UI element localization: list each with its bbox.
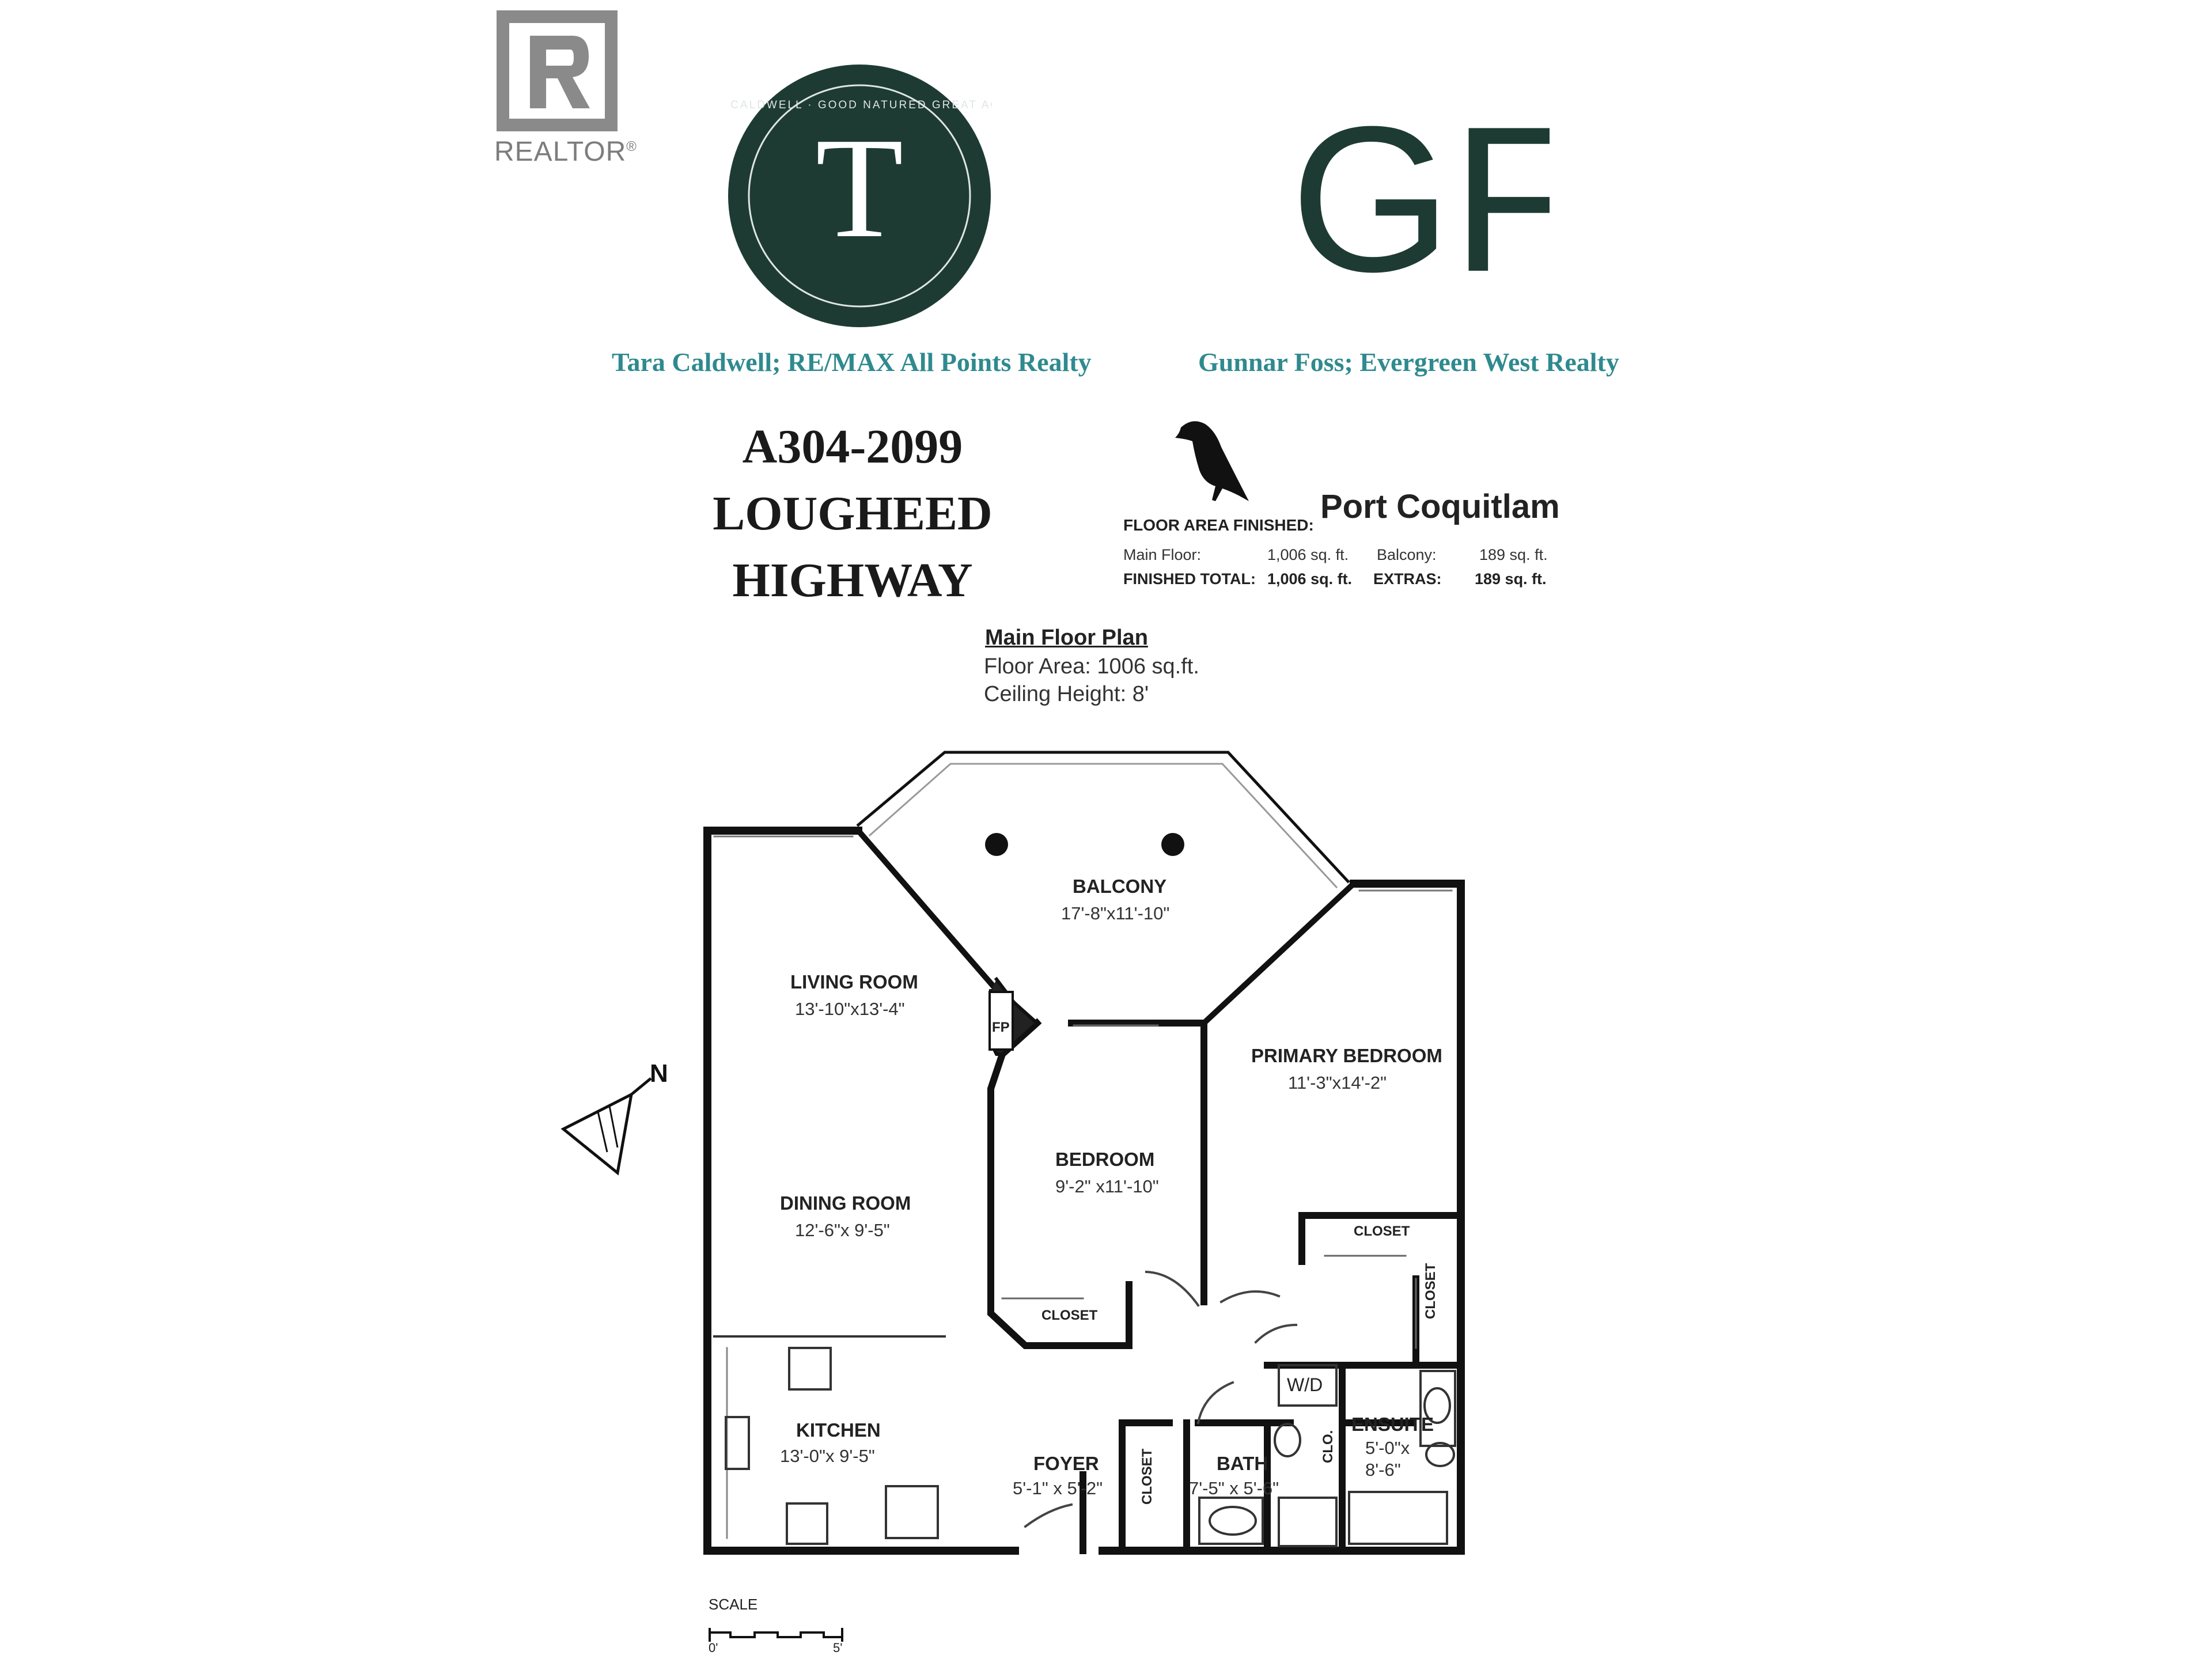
fireplace	[988, 976, 1040, 1056]
living-angled-wall	[854, 826, 1358, 1028]
bath-dimensions: 7'-5" x 5'-6"	[1189, 1478, 1279, 1498]
main-floor-plan-title: Main Floor Plan	[985, 626, 1148, 650]
living-room-dimensions: 13'-10"x13'-4"	[795, 999, 905, 1019]
finished-total-label: FINISHED TOTAL:	[1123, 570, 1256, 588]
agent-left-name: Tara Caldwell; RE/MAX All Points Realty	[612, 347, 1092, 377]
kitchen-counters	[713, 1335, 946, 1545]
balcony-columns	[985, 833, 1184, 856]
dining-room-dimensions: 12'-6"x 9'-5"	[795, 1220, 890, 1240]
scale-min-label: 0'	[709, 1641, 718, 1655]
floor-area-heading: FLOOR AREA FINISHED:	[1123, 516, 1314, 534]
gunnar-foss-logo: GF	[1285, 81, 1578, 323]
primary-closet-top-label: CLOSET	[1354, 1224, 1410, 1239]
foyer-closet-label: CLOSET	[1139, 1448, 1155, 1505]
realtor-logo	[497, 10, 618, 131]
living-room-label: LIVING ROOM	[790, 971, 918, 993]
scale-max-label: 5'	[833, 1641, 843, 1655]
main-floor-label: Main Floor:	[1123, 546, 1202, 563]
address-line-3: HIGHWAY	[732, 554, 973, 607]
primary-closet-side-label: CLOSET	[1423, 1263, 1438, 1319]
ensuite-label: ENSUITE	[1351, 1414, 1434, 1435]
city-name: Port Coquitlam	[1320, 488, 1560, 525]
bath-fixtures	[1198, 1364, 1456, 1547]
finished-total-value: 1,006 sq. ft.	[1267, 570, 1353, 588]
balcony-outline	[856, 751, 1350, 889]
plan-ceiling-height: Ceiling Height: 8'	[984, 682, 1149, 706]
closet-doors	[1001, 1024, 1417, 1349]
balcony-label: BALCONY	[1073, 876, 1167, 897]
linen-closet-label: CLO.	[1320, 1430, 1336, 1463]
foyer-label: FOYER	[1033, 1453, 1099, 1474]
realtor-wordmark: REALTOR®	[494, 137, 637, 167]
bedroom-dimensions: 9'-2" x11'-10"	[1055, 1176, 1159, 1196]
main-floor-value: 1,006 sq. ft.	[1267, 546, 1349, 563]
interior-walls	[987, 1018, 1464, 1554]
kitchen-dimensions: 13'-0"x 9'-5"	[780, 1446, 875, 1466]
compass-north-label: N	[650, 1059, 668, 1088]
raven-icon	[1169, 415, 1256, 507]
extras-value: 189 sq. ft.	[1475, 570, 1547, 588]
foyer-dimensions: 5'-1" x 5'-2"	[1013, 1478, 1103, 1498]
agent-right-name: Gunnar Foss; Evergreen West Realty	[1198, 347, 1619, 377]
svg-text:GF: GF	[1290, 84, 1550, 315]
north-compass-icon	[560, 1077, 652, 1176]
balcony-area-value: 189 sq. ft.	[1479, 546, 1548, 563]
primary-bedroom-label: PRIMARY BEDROOM	[1251, 1045, 1442, 1066]
realtor-r-icon	[497, 10, 618, 131]
ensuite-dimensions-1: 5'-0"x	[1365, 1438, 1410, 1458]
tara-caldwell-logo: T TARA CALDWELL · GOOD NATURED GREAT AGE…	[691, 63, 1026, 328]
fireplace-label: FP	[992, 1020, 1010, 1035]
address-line-1: A304-2099	[742, 420, 963, 474]
plan-floor-area: Floor Area: 1006 sq.ft.	[984, 654, 1199, 679]
bedroom-closet-label: CLOSET	[1041, 1308, 1098, 1323]
balcony-dimensions: 17'-8"x11'-10"	[1061, 903, 1170, 923]
dining-room-label: DINING ROOM	[780, 1192, 911, 1214]
windows	[713, 835, 1453, 892]
bedroom-label: BEDROOM	[1055, 1149, 1155, 1170]
address-line-2: LOUGHEED	[713, 487, 993, 540]
washer-dryer-label: W/D	[1287, 1374, 1323, 1395]
svg-text:TARA CALDWELL · GOOD NATURED G: TARA CALDWELL · GOOD NATURED GREAT AGENT	[727, 99, 992, 111]
scale-label: SCALE	[709, 1596, 758, 1613]
primary-bedroom-dimensions: 11'-3"x14'-2"	[1288, 1073, 1387, 1093]
extras-label: EXTRAS:	[1373, 570, 1442, 588]
kitchen-label: KITCHEN	[796, 1419, 881, 1441]
door-swings	[1024, 1270, 1298, 1528]
ensuite-dimensions-2: 8'-6"	[1365, 1460, 1401, 1480]
property-address: A304-2099 LOUGHEED HIGHWAY	[691, 414, 1014, 614]
bath-label: BATH	[1217, 1453, 1268, 1474]
svg-text:T: T	[816, 108, 904, 268]
balcony-area-label: Balcony:	[1377, 546, 1437, 563]
scale-bar	[709, 1628, 843, 1642]
